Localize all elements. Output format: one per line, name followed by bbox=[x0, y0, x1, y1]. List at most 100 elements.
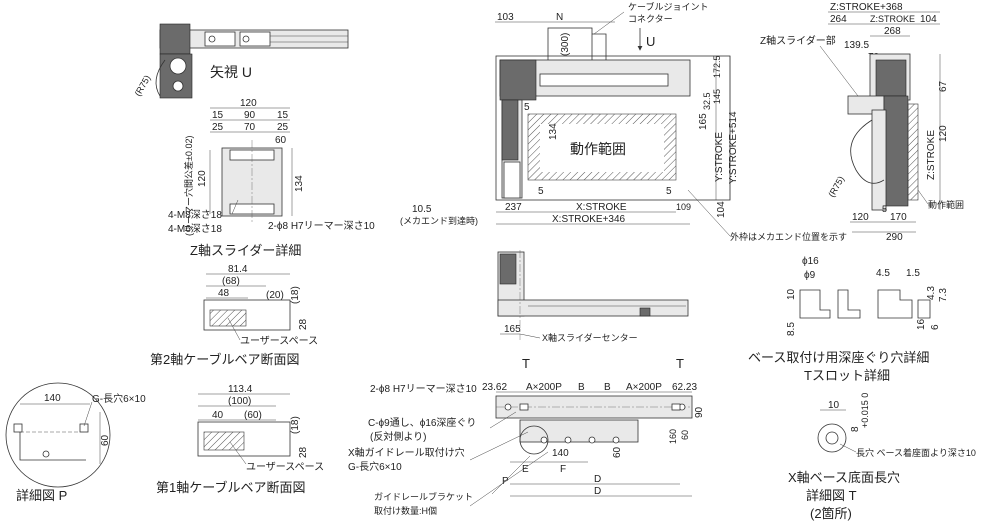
side-view: Z:STROKE+368 264 Z:STROKE 104 268 Z軸スライダ… bbox=[760, 2, 964, 243]
dim-n: N bbox=[556, 12, 563, 23]
c2-user-space: ユーザースペース bbox=[240, 335, 318, 347]
c2-dim-20: (20) bbox=[266, 290, 284, 301]
c2-title: 第2軸ケーブルベア断面図 bbox=[150, 352, 299, 367]
side-dim-264: 264 bbox=[830, 14, 847, 25]
z-dim-120: 120 bbox=[240, 98, 257, 109]
z-dim-90: 90 bbox=[244, 110, 256, 121]
x-dim-165: 165 bbox=[504, 324, 521, 335]
z-stroke-368: Z:STROKE+368 bbox=[830, 2, 903, 13]
c1-dim-60: (60) bbox=[244, 410, 262, 421]
c1-dim-18: (18) bbox=[290, 416, 301, 434]
t-right: T bbox=[676, 356, 684, 371]
front-view: ケーブルジョイント コネクター U 103 N (300) 動作範囲 134 1… bbox=[400, 1, 847, 242]
hole-note-1: C-ϕ9通し、ϕ16深座ぐり bbox=[368, 416, 476, 429]
dim-32-5: 32.5 bbox=[702, 92, 712, 110]
b-dim-a200p-1: A×200P bbox=[526, 382, 562, 393]
side-radius: (R75) bbox=[826, 174, 846, 198]
bottom-base-view: T T 2-ϕ8 H7リーマー深さ10 23.62 A×200P B B A×2… bbox=[348, 356, 705, 516]
rail-holes: X軸ガイドレール取付け穴 bbox=[348, 446, 465, 459]
base-detail: ϕ16 ϕ9 10 8.5 4.5 1.5 4.3 7.3 16 6 ベース取付… bbox=[748, 256, 949, 383]
dim-109: 109 bbox=[676, 202, 691, 212]
c2-dim-81: 81.4 bbox=[228, 264, 248, 275]
dim-5b: 5 bbox=[538, 186, 544, 197]
cable-joint-label: ケーブルジョイント bbox=[628, 1, 708, 12]
bd-dim-6: 6 bbox=[930, 324, 941, 330]
p-dim-60: 60 bbox=[100, 434, 111, 446]
bracket-2: 取付け数量:H個 bbox=[374, 505, 437, 516]
bottom-slot-detail: 10 8 +0.015 0 長穴 ベース着座面より深さ10 X軸ベース底面長穴 … bbox=[788, 393, 976, 521]
side-dim-120b: 120 bbox=[852, 212, 869, 223]
mech-end-label: (メカエンド到達時) bbox=[400, 215, 478, 226]
y-stroke: Y:STROKE bbox=[714, 132, 725, 182]
bd-dim-1-5: 1.5 bbox=[906, 268, 920, 279]
side-dim-290: 290 bbox=[886, 232, 903, 243]
range-label: 動作範囲 bbox=[570, 141, 626, 157]
bottom-reamer: 2-ϕ8 H7リーマー深さ10 bbox=[370, 383, 477, 395]
view-u: 矢視 U (R75) bbox=[133, 23, 349, 99]
z-dim-25b: 25 bbox=[277, 122, 289, 133]
outer-frame-note: 外枠はメカエンド位置を示す bbox=[730, 231, 847, 242]
bd-dim-10: 10 bbox=[786, 288, 797, 300]
c1-dim-28: 28 bbox=[298, 446, 309, 458]
side-z-stroke: Z:STROKE bbox=[870, 14, 915, 24]
b-dim-d1: D bbox=[594, 474, 601, 485]
z-dim-25a: 25 bbox=[212, 122, 224, 133]
slot-tol: +0.015 0 bbox=[860, 393, 870, 428]
connector-label: コネクター bbox=[628, 14, 673, 24]
side-range-note: 動作範囲 bbox=[928, 199, 964, 210]
slot-title-2: 詳細図 T bbox=[806, 488, 857, 503]
c1-dim-100: (100) bbox=[228, 396, 251, 407]
z-dim-15b: 15 bbox=[277, 110, 289, 121]
carrier-2-section: 81.4 (68) 48 (20) (18) 28 ユーザースペース 第2軸ケー… bbox=[150, 264, 318, 367]
z-slider-title: Z軸スライダー詳細 bbox=[190, 243, 301, 258]
z-reamer: 2-ϕ8 H7リーマー深さ10 bbox=[268, 220, 375, 232]
side-dim-139-5: 139.5 bbox=[844, 40, 869, 51]
z-thread-m8: 4-M8深さ18 bbox=[168, 209, 222, 221]
b-dim-b-1: B bbox=[578, 382, 585, 393]
b-dim-62-23: 62.23 bbox=[672, 382, 697, 393]
x-stroke-346: X:STROKE+346 bbox=[552, 214, 626, 225]
b-dim-b-2: B bbox=[604, 382, 611, 393]
slot-dim-8: 8 bbox=[850, 426, 861, 432]
z-dim-15a: 15 bbox=[212, 110, 224, 121]
bracket-1: ガイドレールブラケット bbox=[374, 491, 473, 502]
dim-300: (300) bbox=[560, 33, 571, 56]
dim-5c: 5 bbox=[666, 186, 672, 197]
b-dim-140: 140 bbox=[552, 448, 569, 459]
dim-165: 165 bbox=[698, 113, 709, 130]
dim-10-5: 10.5 bbox=[412, 204, 432, 215]
dim-237: 237 bbox=[505, 202, 522, 213]
b-dim-60a: 60 bbox=[612, 446, 623, 458]
b-dim-f: F bbox=[560, 464, 566, 475]
side-dim-67: 67 bbox=[938, 80, 949, 92]
p-title: 詳細図 P bbox=[16, 488, 67, 503]
dim-134: 134 bbox=[548, 123, 559, 140]
c2-dim-28: 28 bbox=[298, 318, 309, 330]
b-dim-e: E bbox=[522, 464, 529, 475]
c2-dim-68: (68) bbox=[222, 276, 240, 287]
side-dim-120r: 120 bbox=[938, 125, 949, 142]
dim-104: 104 bbox=[716, 201, 727, 218]
dim-145: 145 bbox=[712, 89, 722, 104]
hole-note-2: (反対側より) bbox=[370, 430, 426, 443]
bd-dim-16b: 16 bbox=[916, 318, 927, 330]
bottom-slot: G-長穴6×10 bbox=[348, 460, 402, 473]
b-dim-a200p-2: A×200P bbox=[626, 382, 662, 393]
slot-note: 長穴 ベース着座面より深さ10 bbox=[856, 447, 976, 458]
bd-dim-7-3: 7.3 bbox=[938, 288, 949, 302]
bd-dim-4-3: 4.3 bbox=[926, 286, 937, 300]
b-dim-d2: D bbox=[594, 486, 601, 497]
y-stroke-514: Y:STROKE+514 bbox=[728, 111, 739, 184]
detail-p: 140 60 G-長穴6×10 詳細図 P bbox=[5, 382, 146, 503]
bd-dim-16: ϕ16 bbox=[802, 256, 819, 267]
b-dim-160: 160 bbox=[668, 429, 678, 444]
dim-103: 103 bbox=[497, 12, 514, 23]
dim-172-5: 172.5 bbox=[712, 55, 722, 78]
side-dim-268: 268 bbox=[884, 26, 901, 37]
c1-title: 第1軸ケーブルベア断面図 bbox=[156, 480, 305, 495]
side-dim-170: 170 bbox=[890, 212, 907, 223]
side-z-stroke-v: Z:STROKE bbox=[926, 130, 937, 180]
carrier-1-section: 113.4 (100) 40 (60) (18) 28 ユーザースペース 第1軸… bbox=[156, 384, 324, 495]
side-dim-5: 5 bbox=[882, 204, 887, 214]
